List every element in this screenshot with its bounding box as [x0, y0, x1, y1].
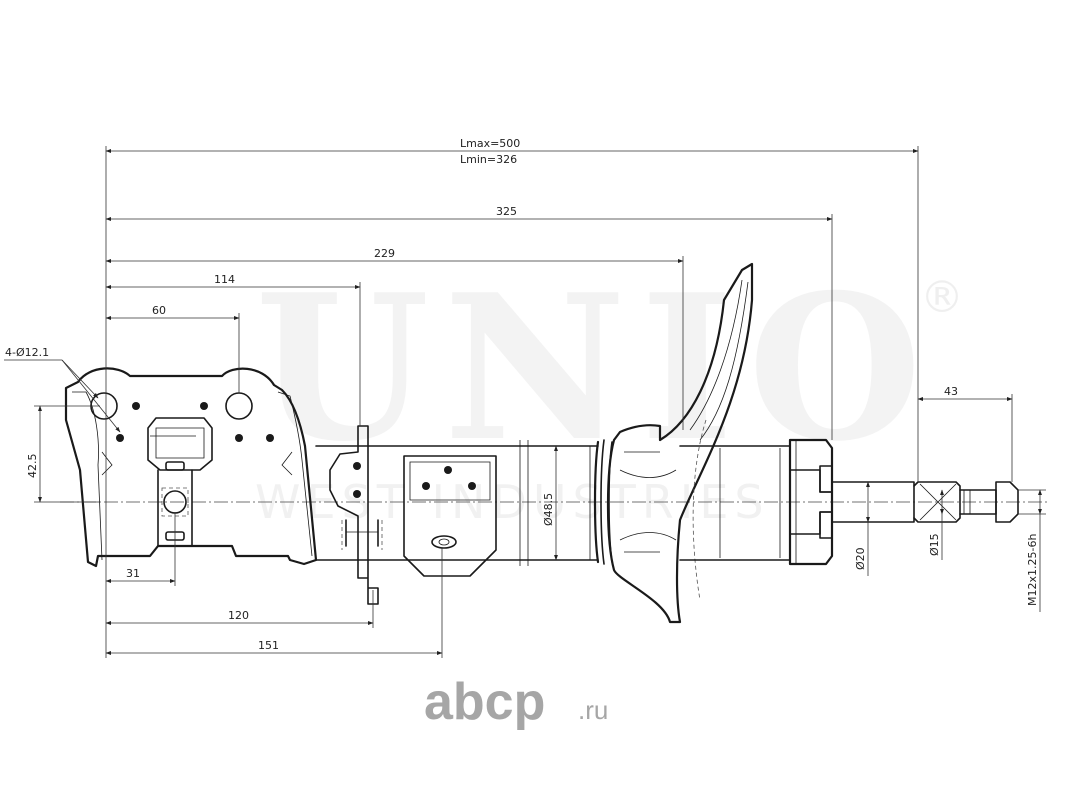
dim-325: 325 — [496, 205, 517, 218]
upper-tube — [679, 445, 791, 561]
dim-120: 120 — [228, 609, 249, 622]
dimension-lines: Lmax=500 Lmin=326 325 229 114 60 4-Ø12.1… — [4, 137, 1046, 658]
dim-thread: M12x1.25-6h — [1026, 534, 1039, 606]
dim-holes: 4-Ø12.1 — [5, 346, 49, 359]
piston-rod — [831, 481, 1019, 523]
dim-114: 114 — [214, 273, 235, 286]
site-logo: abcp .ru — [424, 673, 608, 731]
dim-229: 229 — [374, 247, 395, 260]
dim-42-5: 42.5 — [26, 454, 39, 479]
dim-lmin: Lmin=326 — [460, 153, 517, 166]
watermark-registered: ® — [920, 272, 964, 323]
hose-bracket — [403, 455, 497, 577]
dim-31: 31 — [126, 567, 140, 580]
dim-dia-15: Ø15 — [928, 533, 941, 556]
knuckle-bracket — [64, 367, 318, 568]
logo-name: abcp — [424, 673, 545, 731]
shock-tube — [315, 440, 599, 566]
dim-lmax: Lmax=500 — [460, 137, 520, 150]
dim-dia-20: Ø20 — [854, 547, 867, 570]
dim-43: 43 — [944, 385, 958, 398]
top-nut — [788, 438, 834, 566]
watermark-brand: UNIO — [255, 251, 936, 486]
logo-tld: .ru — [578, 695, 608, 725]
link-bracket — [329, 425, 383, 605]
dim-151: 151 — [258, 639, 279, 652]
spring-seat — [593, 262, 754, 624]
dim-60: 60 — [152, 304, 166, 317]
dim-dia-48-5: Ø48.5 — [542, 493, 555, 526]
